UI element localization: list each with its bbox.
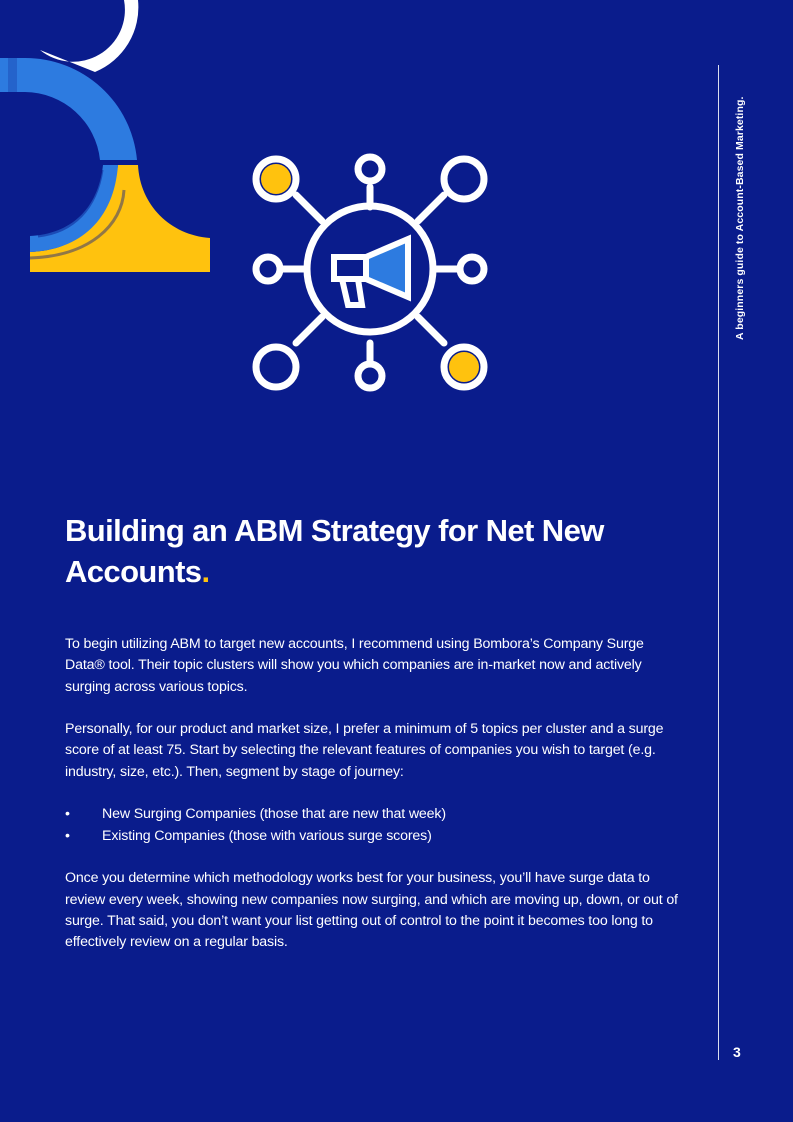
body-text: To begin utilizing ABM to target new acc…: [65, 634, 685, 975]
bullet-icon: •: [65, 806, 70, 823]
page-title-text: Building an ABM Strategy for Net New Acc…: [65, 513, 604, 589]
sidebar-caption: A beginners guide to Account-Based Marke…: [734, 96, 746, 341]
paragraph-intro: To begin utilizing ABM to target new acc…: [65, 636, 644, 695]
bullet-icon: •: [65, 827, 70, 844]
abstract-shapes-decoration-icon: [0, 0, 210, 272]
page-title: Building an ABM Strategy for Net New Acc…: [65, 510, 625, 592]
sidebar-divider: [718, 65, 719, 1060]
list-item-text: Existing Companies (those with various s…: [102, 827, 432, 844]
page-number: 3: [733, 1044, 741, 1060]
list-item-text: New Surging Companies (those that are ne…: [102, 806, 446, 823]
title-accent-dot: .: [201, 554, 210, 589]
paragraph-conclusion: Once you determine which methodology wor…: [65, 870, 678, 951]
paragraph-preferences: Personally, for our product and market s…: [65, 721, 664, 780]
list-item: • Existing Companies (those with various …: [65, 826, 685, 847]
journey-stage-list: • New Surging Companies (those that are n…: [65, 804, 685, 847]
list-item: • New Surging Companies (those that are n…: [65, 804, 685, 825]
megaphone-network-icon: [252, 153, 488, 392]
